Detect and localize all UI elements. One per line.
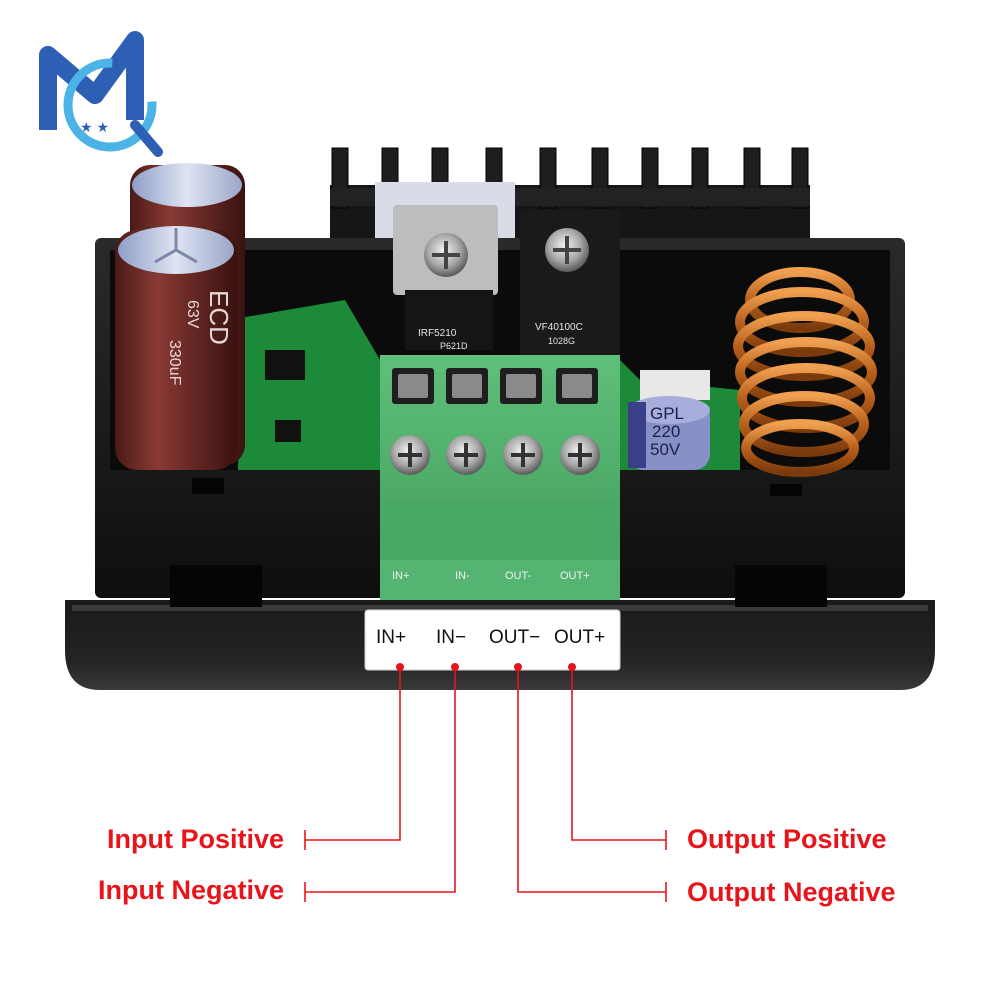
mosfet-marking-1: IRF5210 [418, 328, 457, 339]
diode-marking-1: VF40100C [535, 322, 583, 333]
terminal-label-in-pos: IN+ [376, 627, 407, 648]
silkscreen-in-pos: IN+ [392, 570, 410, 582]
output-cap-marking-3: 50V [650, 440, 681, 459]
output-cap-marking-1: GPL [650, 404, 685, 423]
input-cap-marking-3: 330uF [166, 340, 183, 386]
mosfet-ic [393, 205, 498, 350]
terminal-label-out-neg: OUT− [489, 627, 541, 648]
output-capacitor [628, 396, 710, 470]
diode-marking-2: 1028G [548, 336, 576, 346]
brand-logo: ★ ★ [39, 31, 163, 157]
inductor-coil [733, 267, 877, 477]
mosfet-marking-2: P621D [440, 341, 468, 351]
silkscreen-in-neg: IN- [455, 570, 470, 582]
callout-input-positive: Input Positive [106, 824, 284, 854]
output-cap-marking-2: 220 [652, 422, 681, 441]
terminal-block [380, 355, 620, 600]
silkscreen-out-neg: OUT- [505, 570, 532, 582]
callout-output-positive: Output Positive [687, 824, 887, 854]
input-cap-marking-1: ECD [204, 290, 234, 345]
silkscreen-out-pos: OUT+ [560, 570, 590, 582]
svg-text:★ ★: ★ ★ [80, 119, 109, 135]
terminal-label-strip [364, 609, 621, 671]
input-cap-marking-2: 63V [184, 300, 201, 329]
callout-lines [304, 663, 667, 902]
diode-ic [520, 210, 620, 360]
callout-output-negative: Output Negative [687, 877, 896, 907]
input-capacitors [115, 163, 245, 470]
callout-input-negative: Input Negative [97, 875, 284, 905]
terminal-label-in-neg: IN− [436, 627, 467, 648]
terminal-label-out-pos: OUT+ [554, 627, 606, 648]
